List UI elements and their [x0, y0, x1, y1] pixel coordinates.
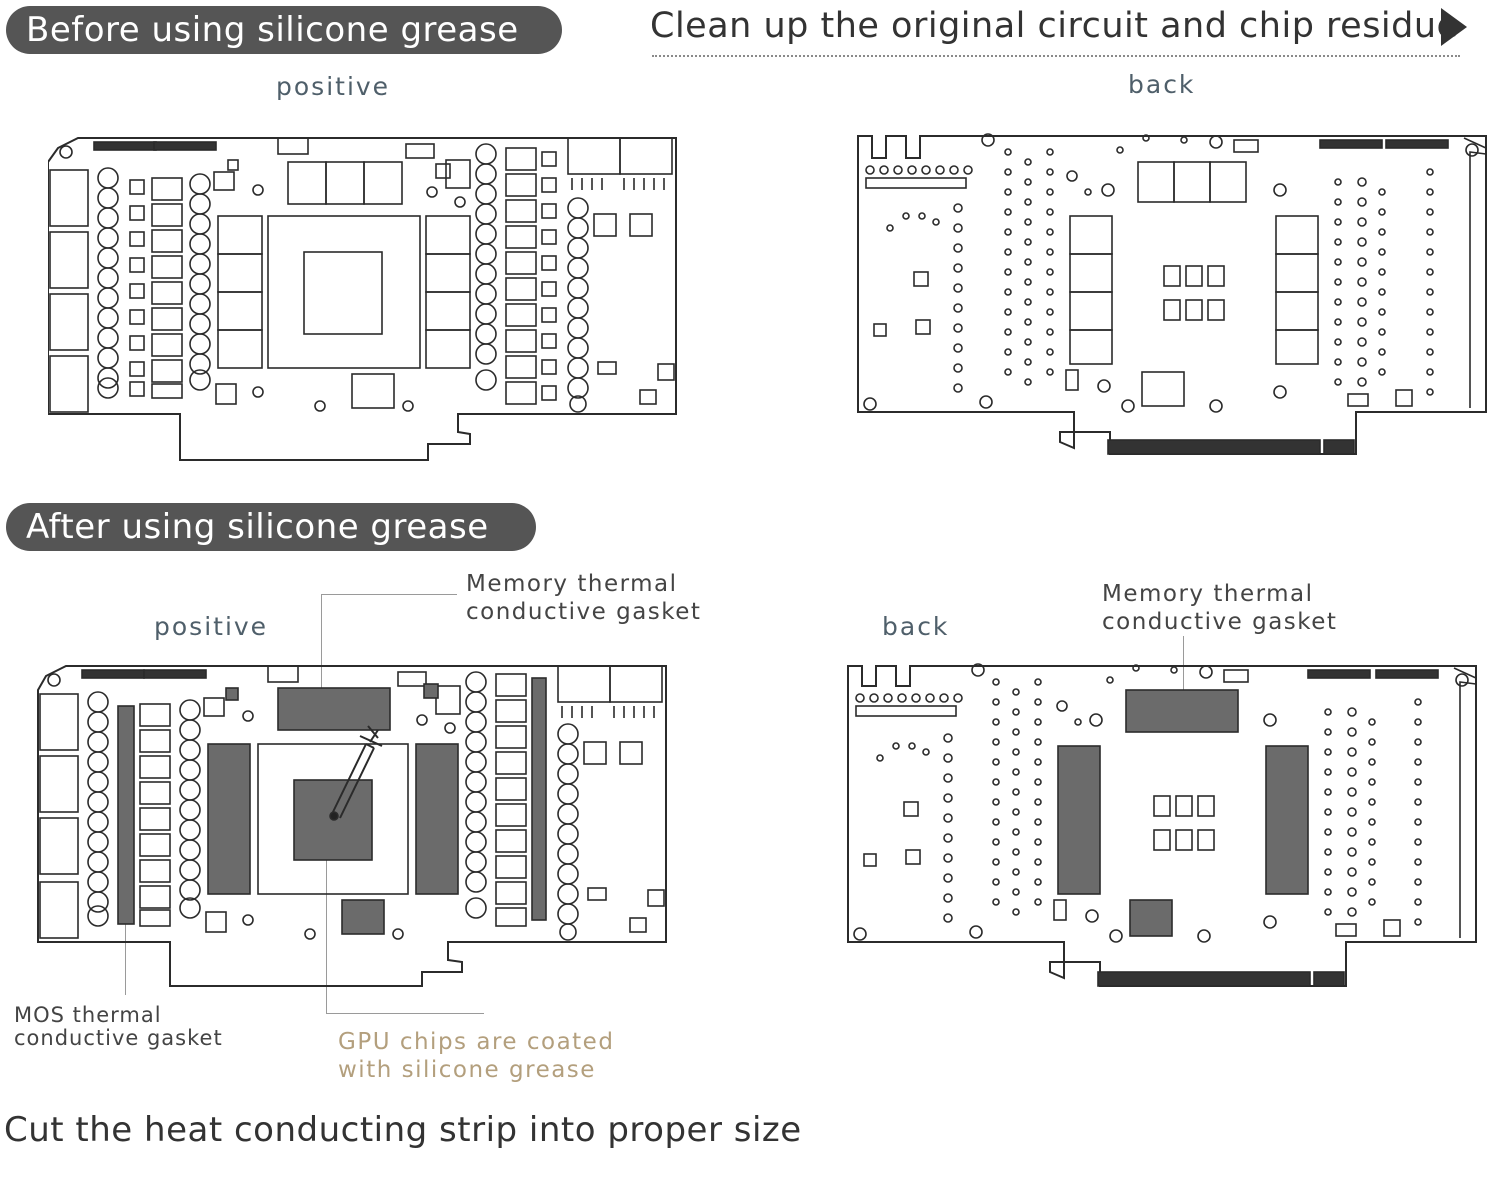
before-back-label: back [1128, 70, 1196, 99]
board-front-after [36, 662, 668, 992]
board-back-after [846, 662, 1482, 992]
after-front-label: positive [154, 612, 269, 641]
play-arrow-icon [1441, 8, 1467, 46]
leader-gpu-v [326, 820, 327, 1014]
footer-instruction: Cut the heat conducting strip into prope… [4, 1110, 802, 1150]
leader-memory-front-v [321, 594, 322, 718]
step-heading: Clean up the original circuit and chip r… [650, 6, 1459, 46]
callout-memory-front: Memory thermal conductive gasket [466, 571, 702, 625]
board-front-before [48, 134, 680, 464]
callout-mos: MOS thermal conductive gasket [14, 1003, 223, 1050]
callout-memory-back: Memory thermal conductive gasket [1102, 581, 1338, 635]
callout-gpu: GPU chips are coated with silicone greas… [338, 1029, 615, 1083]
after-banner: After using silicone grease [6, 503, 536, 551]
heading-underline [652, 55, 1460, 57]
leader-gpu-h [326, 1013, 484, 1014]
leader-memory-back-v [1183, 636, 1184, 732]
leader-memory-front-h [321, 594, 457, 595]
before-banner: Before using silicone grease [6, 6, 562, 54]
before-front-label: positive [276, 72, 391, 101]
board-back-before [856, 132, 1492, 462]
after-back-label: back [882, 612, 950, 641]
